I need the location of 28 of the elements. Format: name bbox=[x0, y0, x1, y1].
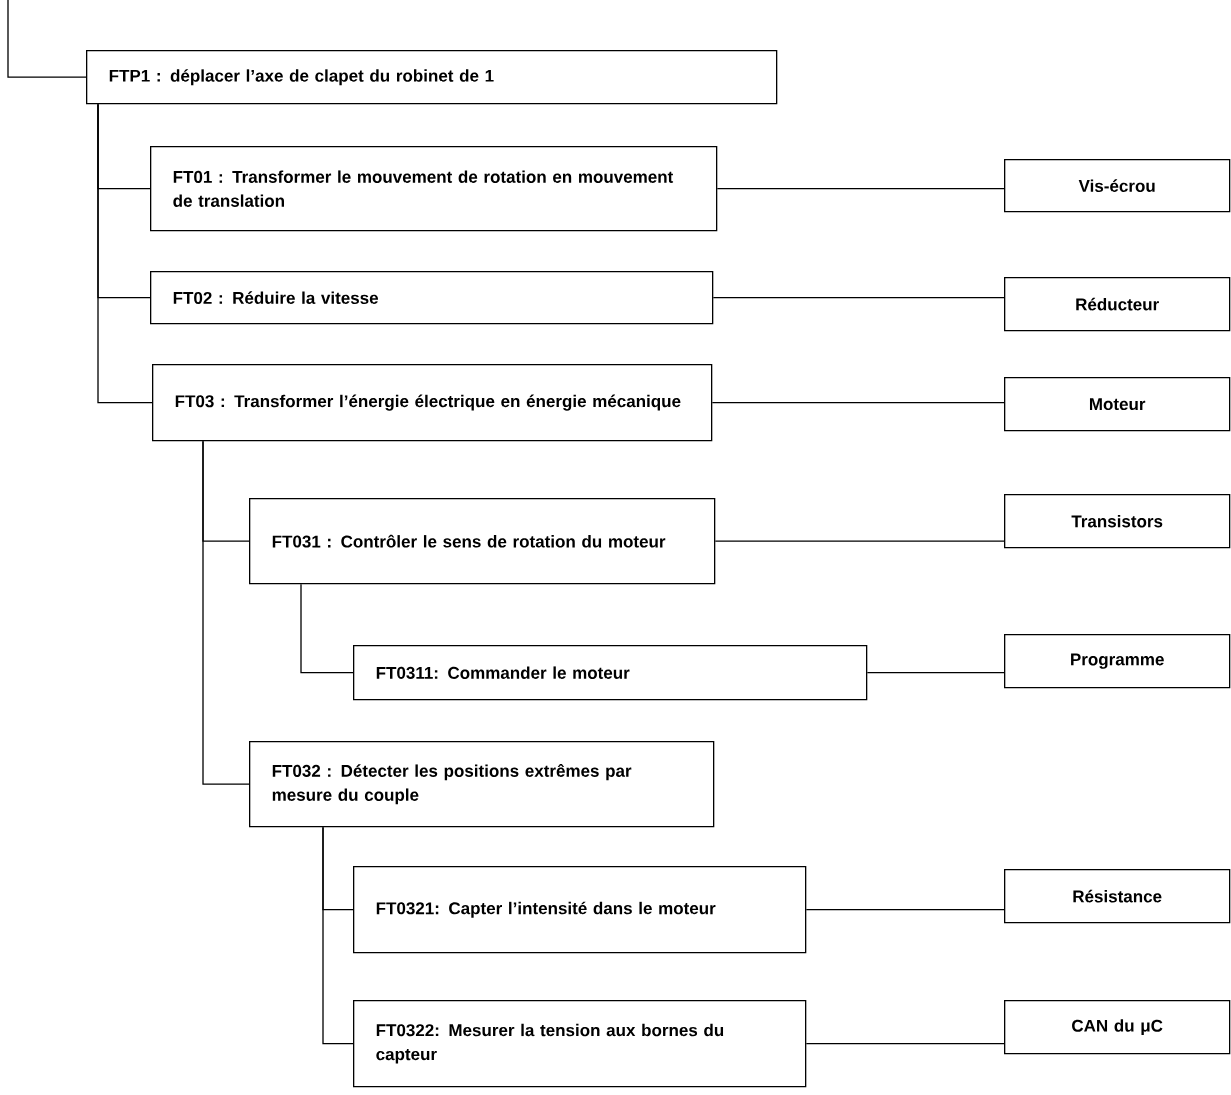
connector-line bbox=[97, 103, 153, 404]
function-box: FT0321: Capter l’intensité dans le moteur bbox=[353, 866, 807, 954]
connector-line bbox=[712, 297, 1005, 299]
function-box: FT01 : Transformer le mouvement de rotation en mouvement de translation bbox=[150, 146, 718, 232]
solution-box: Vis-écrou bbox=[1004, 159, 1231, 213]
connector-line bbox=[300, 583, 354, 674]
connector-line bbox=[7, 0, 87, 78]
function-box: FTP1 : déplacer l’axe de clapet du robinet de 1 bbox=[86, 50, 778, 105]
connector-line bbox=[711, 402, 1005, 404]
solution-box: Réducteur bbox=[1004, 277, 1231, 332]
function-box: FT0311: Commander le moteur bbox=[353, 645, 868, 701]
connector-line bbox=[202, 440, 250, 785]
connector-line bbox=[805, 1043, 1005, 1045]
solution-box: Résistance bbox=[1004, 869, 1231, 924]
connector-line bbox=[322, 826, 354, 1045]
function-box: FT032 : Détecter les positions extrêmes par mesure du couple bbox=[249, 741, 715, 828]
connector-line bbox=[805, 909, 1005, 911]
function-box: FT02 : Réduire la vitesse bbox=[150, 271, 714, 325]
connector-line bbox=[714, 540, 1005, 542]
solution-box: Transistors bbox=[1004, 494, 1231, 549]
solution-box: CAN du μC bbox=[1004, 1000, 1231, 1055]
function-box: FT03 : Transformer l’énergie électrique en énergie mécanique bbox=[152, 364, 713, 442]
solution-box: Moteur bbox=[1004, 377, 1231, 432]
connector-line bbox=[716, 188, 1005, 190]
function-box: FT031 : Contrôler le sens de rotation du moteur bbox=[249, 498, 716, 585]
connector-line bbox=[866, 672, 1005, 674]
function-box: FT0322: Mesurer la tension aux bornes du capteur bbox=[353, 1000, 807, 1088]
solution-box: Programme bbox=[1004, 634, 1231, 689]
